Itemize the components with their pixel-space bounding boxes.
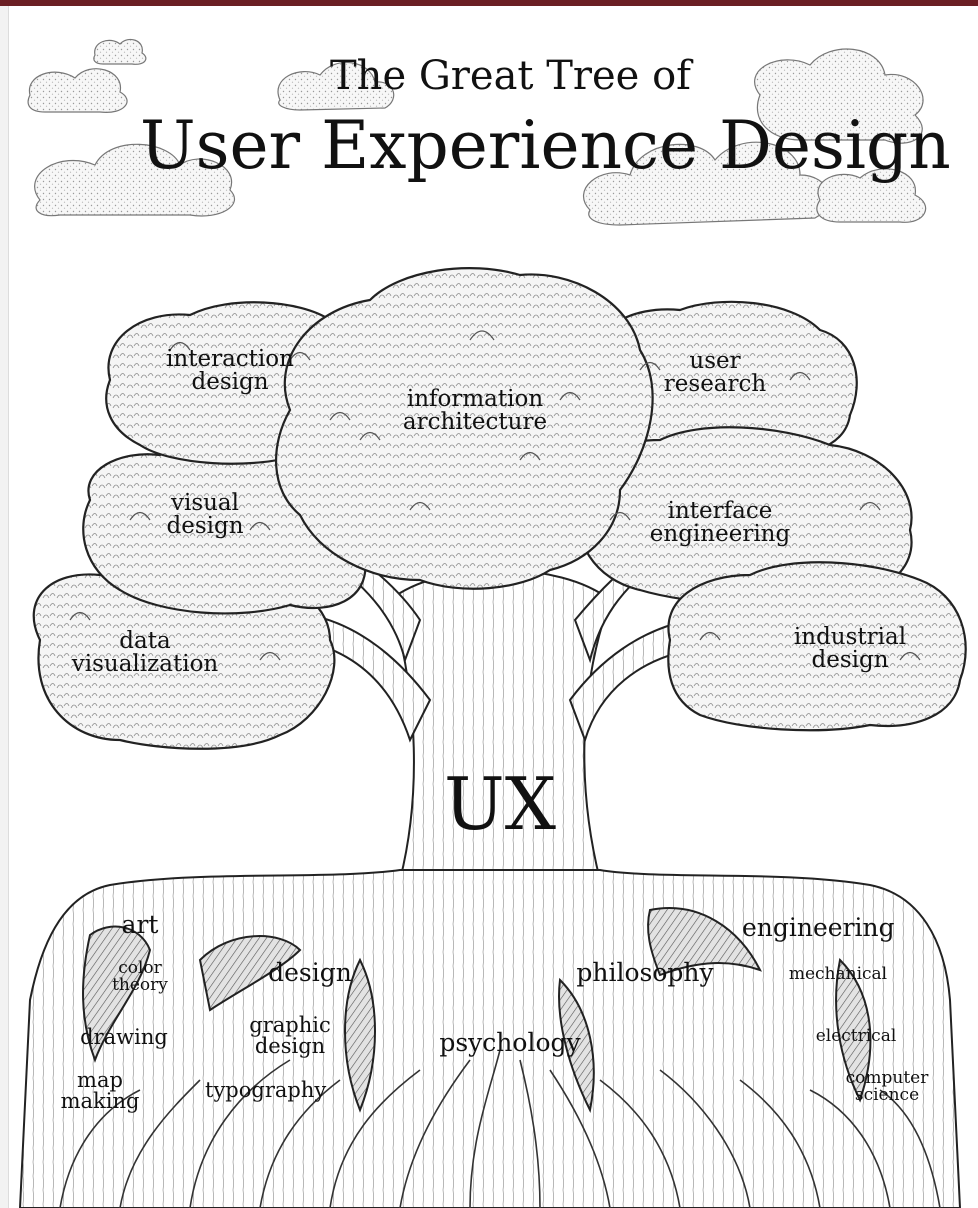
root-label-line: color: [118, 958, 162, 978]
root-engineering: engineering: [742, 913, 895, 942]
root-graphic-design: graphic design: [235, 1015, 345, 1057]
branch-user-research: user research: [650, 350, 780, 396]
branch-label-line: design: [166, 513, 244, 539]
root-computer-science: computer science: [832, 1070, 942, 1104]
roots: [18, 869, 962, 1208]
root-philosophy: philosophy: [576, 958, 714, 987]
branch-label-line: information: [406, 386, 544, 412]
branch-label-line: research: [663, 371, 767, 397]
header-bar: [0, 0, 978, 6]
title-line-2: User Experience Design: [140, 107, 951, 184]
root-label-line: design: [254, 1034, 326, 1058]
root-label-line: computer: [845, 1068, 929, 1088]
canopy-interface-engineering: [576, 426, 913, 606]
branch-label-line: user: [689, 348, 741, 374]
root-art: art: [121, 910, 159, 939]
branch-label-line: design: [811, 647, 889, 673]
root-label-line: theory: [112, 975, 168, 995]
branch-label-line: interaction: [166, 346, 294, 372]
root-drawing: drawing: [80, 1025, 168, 1049]
branch-data-visualization: data visualization: [60, 630, 230, 676]
clouds: [27, 38, 927, 226]
root-design: design: [268, 958, 352, 987]
root-label-line: making: [60, 1089, 140, 1113]
branch-label-line: interface: [667, 498, 773, 524]
branch-label-line: visualization: [71, 651, 219, 677]
branch-label-line: engineering: [649, 521, 791, 547]
foliage: [32, 267, 967, 750]
trunk: [298, 543, 691, 881]
root-typography: typography: [205, 1078, 327, 1102]
branch-information-architecture: information architecture: [380, 388, 570, 434]
branch-label-line: visual: [170, 490, 240, 516]
branch-label-line: industrial: [793, 624, 907, 650]
branch-label-line: architecture: [402, 409, 548, 435]
root-label-line: graphic: [249, 1013, 331, 1037]
trunk-label-ux: UX: [444, 762, 556, 846]
root-psychology: psychology: [439, 1028, 581, 1057]
left-edge-strip: [0, 6, 9, 1208]
branch-industrial-design: industrial design: [780, 626, 920, 672]
canopy-information-architecture: [275, 267, 654, 590]
title-line-1: The Great Tree of: [330, 53, 691, 99]
root-label-line: map: [77, 1068, 123, 1092]
root-color-theory: color theory: [100, 960, 180, 994]
branch-label-line: data: [119, 628, 171, 654]
branch-label-line: design: [191, 369, 269, 395]
root-electrical: electrical: [815, 1026, 897, 1046]
root-label-line: science: [854, 1085, 920, 1105]
branch-visual-design: visual design: [145, 492, 265, 538]
branch-interaction-design: interaction design: [150, 348, 310, 394]
root-map-making: map making: [55, 1070, 145, 1112]
root-mechanical: mechanical: [788, 964, 888, 984]
branch-interface-engineering: interface engineering: [630, 500, 810, 546]
canopy-industrial-design: [667, 561, 967, 732]
